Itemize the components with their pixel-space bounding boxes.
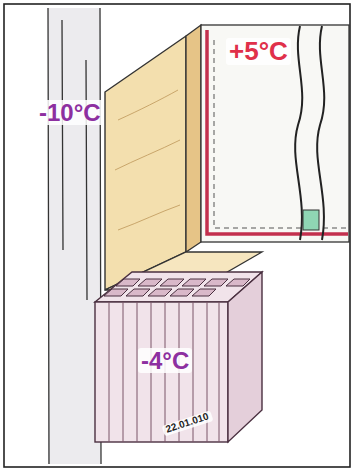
wall (48, 8, 100, 464)
temperature-inside: +5°C (226, 38, 291, 65)
temperature-outside: -10°C (36, 100, 104, 125)
window-reveal (105, 36, 186, 290)
wood-grain (115, 90, 180, 230)
temperature-brick: -4°C (138, 348, 192, 373)
window-frame (186, 25, 201, 252)
brick-side (228, 272, 262, 442)
glass-area (201, 25, 349, 242)
brick-webs (109, 302, 219, 442)
spacer-bar (303, 210, 319, 230)
picture-frame (4, 4, 350, 467)
date-note: 22.01.010 (162, 410, 213, 436)
glass-pane (317, 26, 324, 240)
sash-seal (207, 30, 348, 234)
window-sill (105, 252, 262, 290)
brick-holes (104, 279, 250, 296)
wall-lines (48, 8, 101, 464)
sash-edge (214, 40, 348, 228)
glass-pane (295, 26, 302, 240)
brick-front (95, 302, 228, 442)
